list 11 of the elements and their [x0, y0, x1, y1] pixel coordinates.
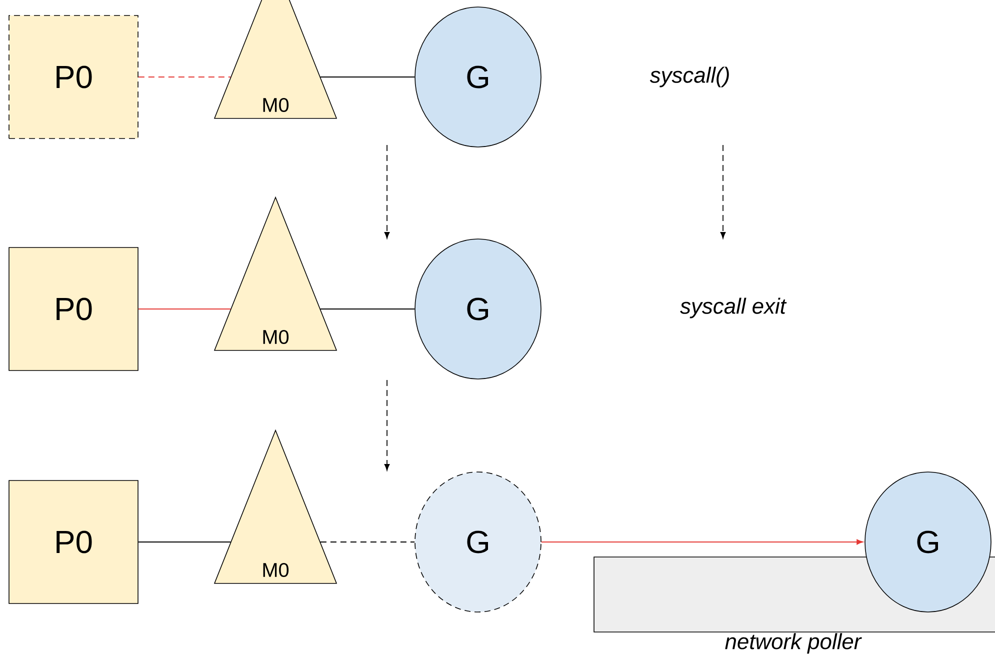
step-label: syscall(): [650, 66, 729, 88]
step-label: syscall exit: [680, 298, 787, 318]
connector-line: [540, 539, 864, 545]
node-label: network poller: [725, 633, 862, 654]
connector-line: [320, 308, 416, 310]
processor-box: P0: [8, 480, 138, 604]
connector-line: [138, 76, 232, 78]
processor-box: P0: [8, 15, 138, 139]
connector-line: [320, 76, 416, 78]
processor-box: P0: [8, 247, 138, 371]
connector-line: [138, 308, 232, 310]
